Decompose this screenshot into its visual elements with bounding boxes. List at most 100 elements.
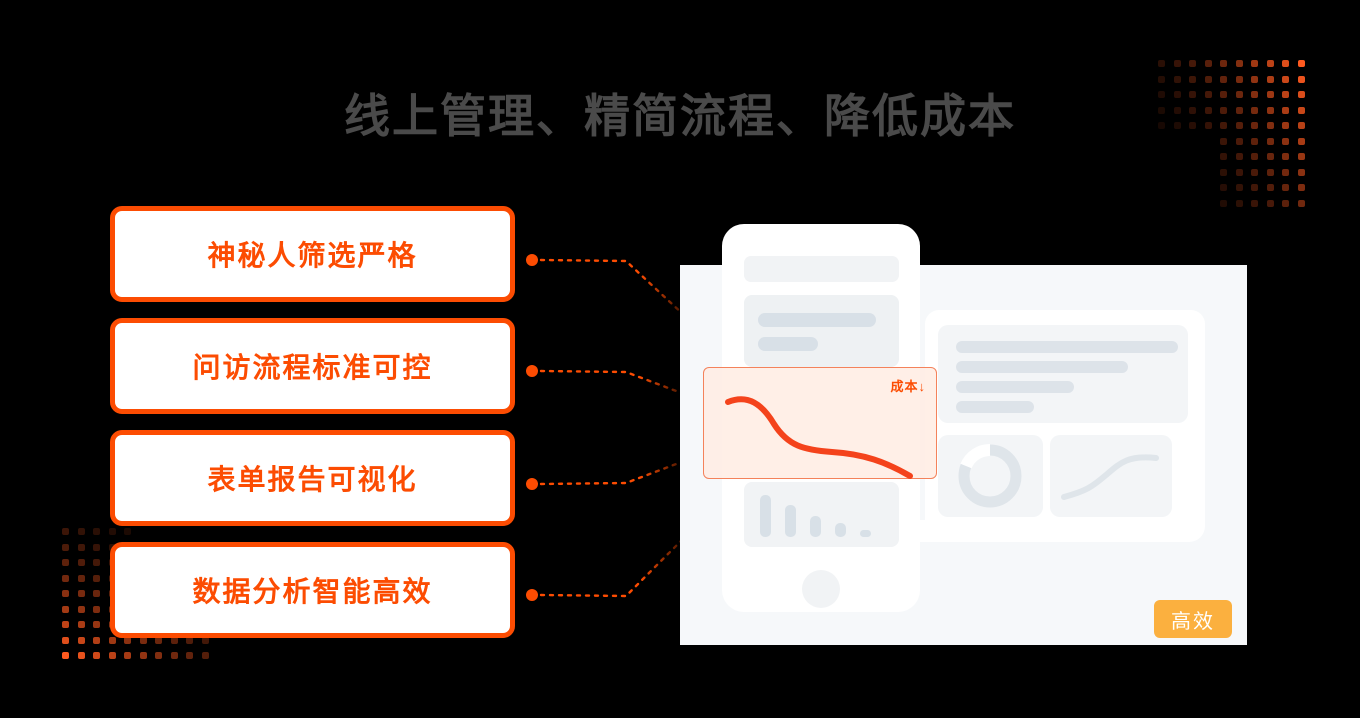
decor-dot	[1266, 137, 1274, 145]
decor-dot	[77, 528, 85, 535]
decor-dot	[170, 636, 178, 644]
decor-dot	[1282, 153, 1289, 160]
decor-dot	[1235, 153, 1243, 160]
phone-header-placeholder	[744, 256, 899, 282]
decor-dot	[124, 636, 131, 644]
decor-dot	[1266, 168, 1274, 176]
placeholder-line	[758, 313, 876, 327]
decor-dot	[1297, 137, 1305, 145]
decor-dot	[1266, 153, 1274, 160]
decor-dot	[77, 652, 85, 659]
feature-card-3[interactable]: 数据分析智能高效	[110, 542, 515, 638]
decor-dot	[1204, 91, 1212, 98]
feature-card-1[interactable]: 问访流程标准可控	[110, 318, 515, 414]
decor-dot	[1297, 91, 1305, 98]
cost-label-text: 成本	[890, 379, 919, 394]
decor-dot	[1251, 153, 1258, 160]
decor-dot	[186, 652, 193, 659]
decor-dot	[124, 528, 131, 535]
decor-dot	[93, 543, 100, 551]
decor-dot	[1266, 184, 1274, 191]
decor-dot	[1297, 153, 1305, 160]
laptop-trend-tile	[1050, 435, 1172, 517]
decor-dot	[93, 590, 100, 597]
decor-dot	[1235, 184, 1243, 191]
placeholder-line	[956, 401, 1034, 413]
decor-dot	[108, 652, 116, 659]
decor-dot	[1282, 168, 1289, 176]
decor-dot	[1235, 137, 1243, 145]
decor-dot	[1251, 106, 1258, 114]
decor-dot	[108, 636, 116, 644]
decor-dot	[1204, 60, 1212, 67]
decor-dot	[139, 652, 147, 659]
phone-home-button[interactable]	[802, 570, 840, 608]
decor-dot	[1251, 168, 1258, 176]
decor-dot	[62, 559, 69, 566]
decor-dot	[1282, 184, 1289, 191]
decor-dot	[1251, 60, 1258, 67]
phone-bar-chart	[744, 482, 899, 547]
decor-dot	[1251, 75, 1258, 83]
decor-dot	[1220, 137, 1227, 145]
decor-dot	[1189, 91, 1196, 98]
placeholder-line	[956, 341, 1178, 353]
decor-dot	[1282, 91, 1289, 98]
status-badge-label: 高效	[1171, 610, 1215, 633]
feature-card-label: 问访流程标准可控	[192, 352, 433, 383]
decor-dot	[1220, 106, 1227, 114]
decor-dot	[1189, 75, 1196, 83]
decor-dot	[1266, 106, 1274, 114]
decor-dot	[1251, 137, 1258, 145]
decor-dot	[108, 528, 116, 535]
decor-dot	[1282, 199, 1289, 207]
decor-dot	[201, 636, 209, 644]
decor-dot	[1282, 122, 1289, 129]
decor-dot	[93, 605, 100, 613]
decor-dot	[93, 621, 100, 628]
decor-dot	[1173, 122, 1181, 129]
decor-dot	[1220, 199, 1227, 207]
decor-dot	[1251, 184, 1258, 191]
decor-dot	[1204, 106, 1212, 114]
decor-dot	[1220, 153, 1227, 160]
decor-dot	[1282, 60, 1289, 67]
decor-dot	[124, 652, 131, 659]
decor-dot	[77, 590, 85, 597]
decor-dot	[1158, 60, 1165, 67]
decor-dot	[1189, 60, 1196, 67]
feature-card-label: 神秘人筛选严格	[207, 240, 418, 271]
phone-content-card	[744, 295, 899, 367]
bar	[785, 505, 796, 537]
decor-dot	[77, 543, 85, 551]
decor-dot	[62, 528, 69, 535]
decor-dot	[1297, 75, 1305, 83]
decor-dot	[139, 636, 147, 644]
feature-card-label: 数据分析智能高效	[192, 576, 433, 607]
cost-label-group: 成本↓	[890, 376, 926, 395]
decor-dot	[77, 574, 85, 582]
decor-dot	[93, 574, 100, 582]
bar	[860, 530, 871, 537]
bar	[760, 495, 771, 537]
feature-card-0[interactable]: 神秘人筛选严格	[110, 206, 515, 302]
decor-dot	[1297, 60, 1305, 67]
decor-dot	[77, 559, 85, 566]
donut-chart-icon	[958, 444, 1022, 508]
decor-dot	[1282, 106, 1289, 114]
decor-dot	[1220, 184, 1227, 191]
feature-card-2[interactable]: 表单报告可视化	[110, 430, 515, 526]
decor-dot	[155, 652, 162, 659]
placeholder-line	[758, 337, 818, 351]
decor-dot	[93, 636, 100, 644]
placeholder-line	[956, 381, 1074, 393]
decor-dot	[1220, 91, 1227, 98]
placeholder-line	[956, 361, 1128, 373]
decor-dot	[1204, 75, 1212, 83]
decor-dot	[1297, 184, 1305, 191]
decor-dot	[1251, 199, 1258, 207]
decor-dot	[1173, 106, 1181, 114]
decor-dot	[155, 636, 162, 644]
decor-dot	[1204, 122, 1212, 129]
